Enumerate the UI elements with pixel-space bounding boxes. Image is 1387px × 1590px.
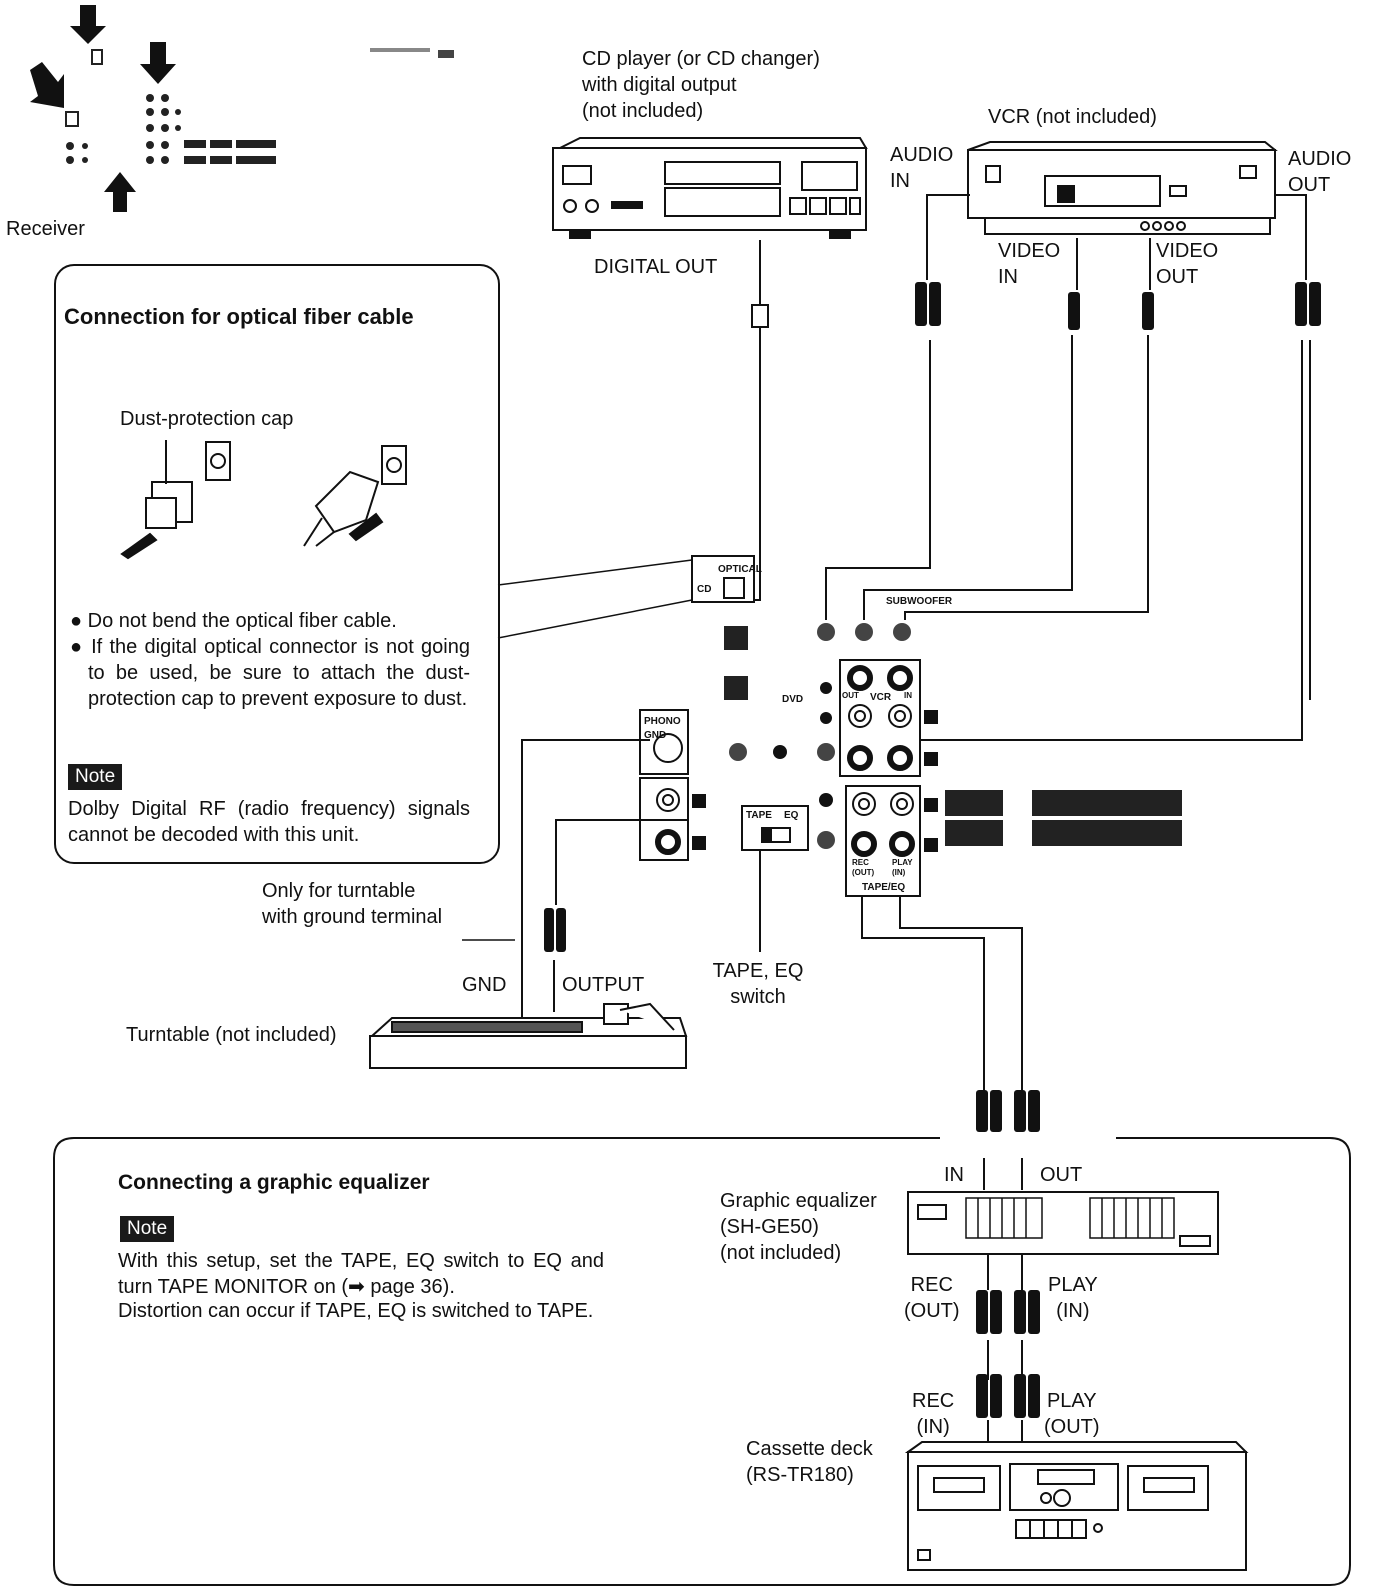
- callout-lines: [497, 559, 693, 639]
- bullet-icon: ●: [70, 610, 83, 632]
- optical-illustration: [120, 440, 407, 560]
- graphic-equalizer: [907, 1191, 1219, 1255]
- gnd-label: GND: [462, 974, 507, 996]
- bullet-text: Do not bend the optical fiber cable.: [87, 610, 397, 632]
- arrow-down-icon: [70, 5, 106, 44]
- cd-player: [552, 137, 868, 239]
- receiver-rear-panel: [639, 555, 1182, 897]
- out-small-label: OUT: [842, 691, 859, 700]
- rec-out-label: REC (OUT): [904, 1274, 960, 1322]
- eq-note-text-1: With this setup, set the TAPE, EQ switch…: [118, 1250, 604, 1298]
- cables-middle: [462, 739, 1023, 1090]
- audio-in-label: AUDIO IN: [890, 144, 954, 192]
- receiver-label: Receiver: [6, 218, 85, 240]
- turntable-plug: [544, 908, 566, 952]
- vcr-small-label: VCR: [870, 692, 892, 703]
- receiver-thumbnail: [30, 5, 454, 212]
- subwoofer-small-label: SUBWOOFER: [886, 596, 953, 607]
- dvd-small-label: DVD: [782, 694, 804, 705]
- rec-out-small-label: REC (OUT): [852, 858, 875, 877]
- dust-cap-label: Dust-protection cap: [120, 408, 294, 430]
- audio-out-label: AUDIO OUT: [1288, 148, 1352, 196]
- bullet-item: ● Do not bend the optical fiber cable.: [70, 608, 470, 634]
- note-badge: Note: [68, 764, 123, 790]
- eq-note-text-2: Distortion can occur if TAPE, EQ is swit…: [118, 1300, 594, 1322]
- turntable: [369, 1002, 688, 1069]
- equalizer-section: [53, 1137, 1351, 1586]
- eq-small-label: EQ: [784, 810, 799, 821]
- optical-note-text: Dolby Digital RF (radio frequency) signa…: [68, 798, 470, 846]
- rca-plugs-bottom: [976, 1090, 1040, 1418]
- vcr-label: VCR (not included): [988, 106, 1157, 128]
- tape-small-label: TAPE: [746, 810, 772, 821]
- bullet-text: If the digital optical connector is not …: [88, 636, 470, 710]
- rca-plugs-top: [915, 282, 1321, 330]
- gnd-small-label: GND: [644, 730, 667, 741]
- graphic-equalizer-label: Graphic equalizer (SH-GE50) (not include…: [720, 1190, 877, 1264]
- arrow-up-icon: [104, 172, 136, 212]
- phono-small-label: PHONO: [644, 716, 681, 727]
- cd-small-label: CD: [697, 584, 712, 595]
- eq-out-label: OUT: [1040, 1164, 1083, 1186]
- eq-panel-title: Connecting a graphic equalizer: [118, 1171, 430, 1194]
- cables-top: [740, 194, 1311, 741]
- turntable-label: Turntable (not included): [126, 1024, 337, 1046]
- rec-in-label: REC (IN): [912, 1390, 955, 1438]
- in-small-label: IN: [904, 691, 912, 700]
- digital-out-label: DIGITAL OUT: [594, 256, 718, 278]
- cd-player-label: CD player (or CD changer) with digital o…: [582, 48, 820, 122]
- only-turntable-label: Only for turntable with ground terminal: [262, 880, 443, 928]
- bullet-item: ● If the digital optical connector is no…: [70, 634, 470, 712]
- vcr: [967, 141, 1278, 235]
- cassette-deck-label: Cassette deck (RS-TR180): [746, 1438, 873, 1486]
- arrow-diagonal-icon: [30, 62, 64, 108]
- bullet-icon: ●: [70, 636, 84, 658]
- video-out-label: VIDEO OUT: [1156, 240, 1219, 288]
- arrow-down-icon: [140, 42, 176, 84]
- optical-panel-title: Connection for optical fiber cable: [64, 304, 414, 329]
- play-out-label: PLAY (OUT): [1044, 1390, 1100, 1438]
- optical-fiber-panel: [54, 264, 500, 864]
- note-badge: Note: [120, 1216, 175, 1242]
- optical-small-label: OPTICAL: [718, 564, 762, 575]
- eq-in-label: IN: [944, 1164, 964, 1186]
- cassette-deck: [904, 1441, 1249, 1571]
- video-in-label: VIDEO IN: [998, 240, 1061, 288]
- tape-eq-switch-label: TAPE, EQ switch: [712, 960, 804, 1008]
- output-label: OUTPUT: [562, 974, 645, 996]
- play-in-label: PLAY (IN): [1048, 1274, 1098, 1322]
- play-in-small-label: PLAY (IN): [892, 858, 913, 877]
- tape-eq-small-label: TAPE/EQ: [862, 882, 906, 893]
